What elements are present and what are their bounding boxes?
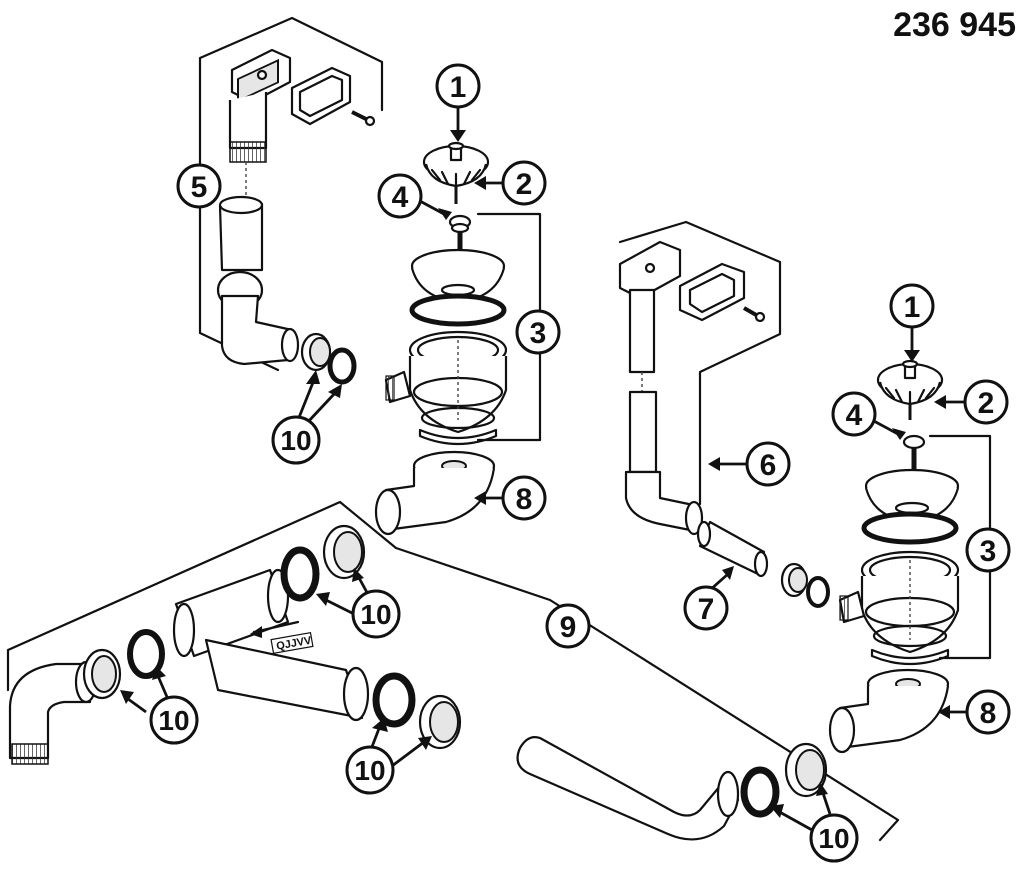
callout-8b: 8 (965, 689, 1011, 735)
callout-8a-label: 8 (516, 483, 533, 516)
page-number: 236 945 (893, 6, 1016, 44)
nut-and-seal-7 (780, 562, 830, 608)
callout-1b: 1 (889, 283, 935, 329)
callout-3a-label: 3 (530, 317, 547, 350)
callout-3b-label: 3 (980, 535, 997, 568)
callout-8b-label: 8 (980, 697, 997, 730)
strainer-basket-right (876, 359, 944, 420)
callout-2b: 2 (963, 379, 1009, 425)
callout-1a-label: 1 (450, 71, 467, 104)
callout-6-label: 6 (760, 449, 777, 482)
overflow-assembly-5 (198, 16, 384, 385)
callout-10b-label: 10 (158, 705, 189, 736)
outlet-elbow-8-left (374, 450, 496, 536)
callout-9: 9 (545, 603, 591, 649)
callout-2b-label: 2 (978, 387, 995, 420)
callout-8a: 8 (501, 475, 547, 521)
overflow-5-bracket (198, 16, 384, 372)
nut-and-seal-10c (280, 524, 366, 602)
outlet-elbow-8-right (828, 668, 950, 754)
callout-4b: 4 (831, 391, 877, 437)
callout-10a-label: 10 (280, 425, 311, 456)
callout-3b: 3 (965, 527, 1011, 573)
callout-2a-label: 2 (516, 168, 533, 201)
callout-10e: 10 (809, 813, 859, 863)
overflow-screw-5 (351, 110, 369, 122)
callout-7-label: 7 (698, 593, 715, 626)
callout-5-label: 5 (191, 171, 208, 204)
callout-4a-label: 4 (392, 181, 409, 214)
callout-4b-label: 4 (846, 399, 863, 432)
callout-1a: 1 (435, 63, 481, 109)
callout-10a: 10 (271, 415, 321, 465)
gasket-black-right (861, 511, 959, 545)
strainer-basket-left (422, 141, 490, 204)
callout-2a: 2 (501, 160, 547, 206)
overflow-assembly-6 (618, 220, 782, 536)
tee-piece-9: QJJVV (172, 568, 370, 722)
callout-10e-label: 10 (818, 823, 849, 854)
callout-9-label: 9 (560, 611, 577, 644)
callout-10d: 10 (345, 745, 395, 795)
callout-6: 6 (745, 441, 791, 487)
callout-10c: 10 (351, 589, 401, 639)
overflow-6-bracket (618, 220, 782, 506)
connector-7 (696, 520, 769, 578)
gasket-black-left (409, 293, 507, 327)
assembly-9-bracket (6, 500, 900, 842)
callout-1b-label: 1 (904, 291, 921, 324)
callout-10b: 10 (149, 695, 199, 745)
long-waste-pipe-9 (516, 736, 828, 841)
callout-5: 5 (176, 163, 222, 209)
callout-10d-label: 10 (354, 755, 385, 786)
nut-and-seal-10d (372, 672, 462, 750)
nut-and-seal-10b (82, 629, 165, 700)
strainer-waste-left (374, 141, 542, 536)
leader-arrows (120, 106, 966, 832)
cap-4-right (902, 434, 926, 450)
overflow-gasket-5 (290, 66, 352, 126)
callout-3a: 3 (515, 309, 561, 355)
left-elbow-9 (8, 662, 92, 760)
nut-and-seal-10a (300, 332, 357, 385)
waste-pipe-assembly-9: QJJVV (6, 500, 900, 842)
callout-10c-label: 10 (360, 599, 391, 630)
callout-4a: 4 (377, 173, 423, 219)
callout-7: 7 (683, 585, 729, 631)
